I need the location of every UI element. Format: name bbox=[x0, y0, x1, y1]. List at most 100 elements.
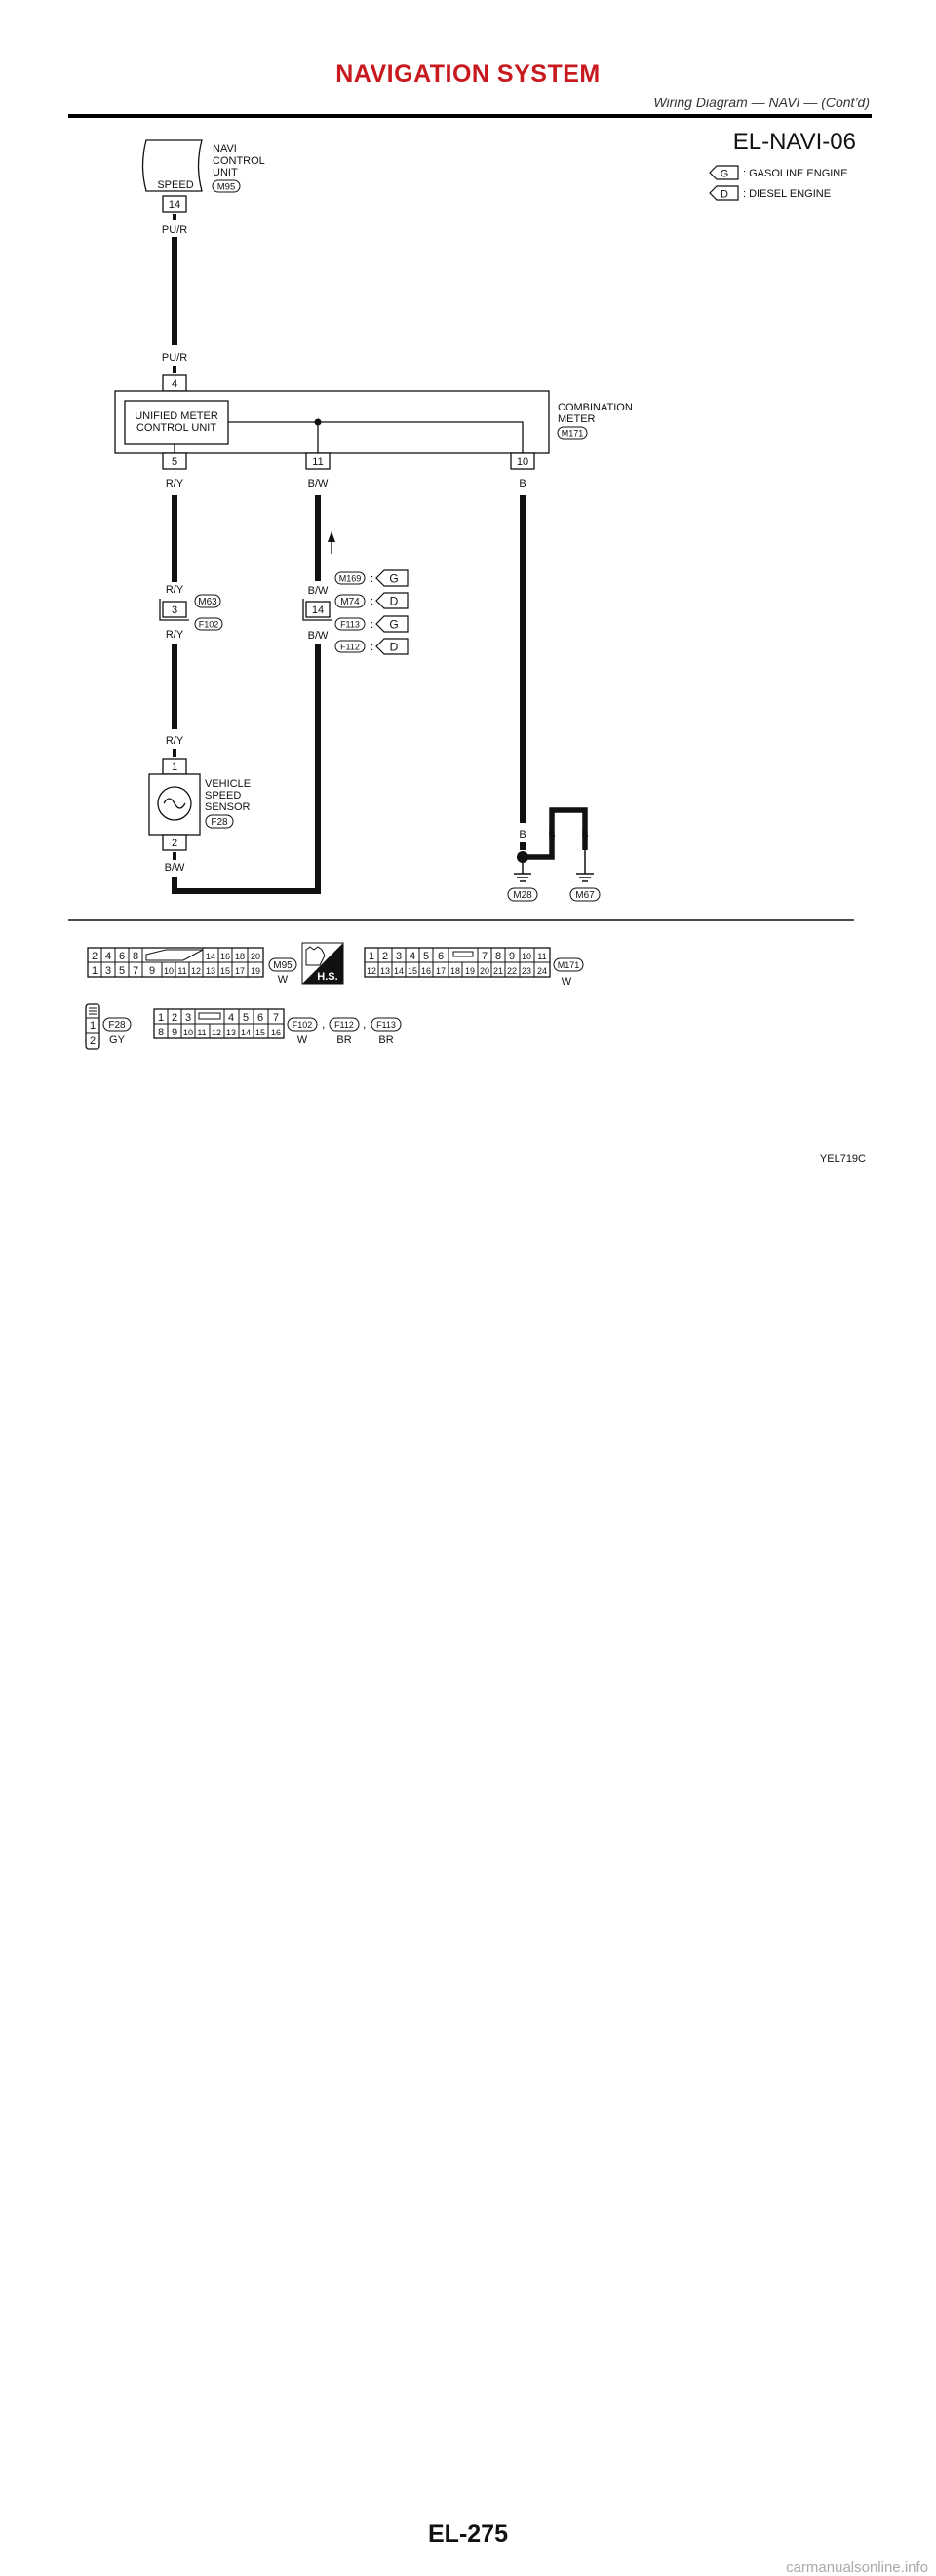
pin-number: 14 bbox=[206, 952, 215, 961]
connector-tag-shape bbox=[334, 571, 366, 585]
connector-tag-shape bbox=[268, 957, 297, 972]
page-title: NAVIGATION SYSTEM bbox=[335, 60, 601, 88]
pin-number: 2 bbox=[382, 951, 388, 962]
navi-control-unit: SPEED NAVI CONTROL UNIT M95 14 PU/R bbox=[141, 139, 265, 236]
hand-icon bbox=[305, 946, 326, 966]
pin-number: 3 bbox=[396, 951, 402, 962]
pin-number: 16 bbox=[271, 1028, 281, 1037]
wire-color-label: R/Y bbox=[166, 478, 184, 489]
label-separator: , bbox=[322, 1017, 325, 1031]
connector-tag-shape bbox=[205, 814, 234, 829]
wire-color-label: R/Y bbox=[166, 735, 184, 747]
header-rule bbox=[68, 114, 872, 118]
pin-number: 19 bbox=[251, 966, 260, 976]
pin-box bbox=[305, 452, 331, 470]
pin-number: 1 bbox=[158, 1012, 164, 1024]
connector-face-m171: 1 2 3 4 5 6 7 8 9 10 11 12 13 14 15 16 1… bbox=[364, 947, 584, 988]
navi-pin-label: 14 bbox=[169, 199, 180, 211]
pin-number: 5 bbox=[243, 1012, 249, 1024]
pin-number: 10 bbox=[522, 952, 531, 961]
connector-color: BR bbox=[378, 1034, 393, 1046]
option-conn: F113 bbox=[340, 620, 360, 630]
watermark: carmanualsonline.info bbox=[786, 2559, 928, 2576]
wire-color-label: B/W bbox=[165, 862, 185, 874]
harness-side-badge: H.S. bbox=[301, 942, 344, 985]
ac-wave-icon bbox=[163, 798, 186, 809]
image-code: YEL719C bbox=[820, 1153, 866, 1165]
pin-number: 11 bbox=[177, 966, 186, 976]
wire-r-y bbox=[172, 644, 177, 729]
splice-dot bbox=[517, 851, 528, 863]
connector-tag-shape bbox=[557, 426, 588, 440]
pin-number: 4 bbox=[105, 951, 111, 962]
joint-mid-pin: 14 bbox=[312, 605, 324, 616]
pin-number: 4 bbox=[410, 951, 415, 962]
connector-tag-shape bbox=[507, 887, 538, 902]
connector-tag-shape bbox=[329, 1017, 360, 1032]
connector-label: M95 bbox=[273, 960, 292, 971]
pin-number: 8 bbox=[495, 951, 501, 962]
pin-box bbox=[162, 452, 187, 470]
legend-diesel: D : DIESEL ENGINE bbox=[709, 185, 831, 201]
pin-number: 16 bbox=[220, 952, 230, 961]
pin-box bbox=[305, 601, 331, 618]
meter-pin-out-1: 5 bbox=[172, 456, 177, 468]
page-footer: EL-275 carmanualsonline.info bbox=[0, 1258, 936, 2576]
sensor-name-1: VEHICLE bbox=[205, 778, 251, 790]
wire-b-jumper bbox=[527, 807, 588, 860]
option-sep: : bbox=[370, 573, 373, 585]
connector-tag-shape bbox=[334, 617, 366, 631]
navi-connector-label: M95 bbox=[217, 182, 235, 193]
wire-color-label: R/Y bbox=[166, 584, 184, 596]
ground-icon bbox=[576, 873, 594, 882]
option-conn: F112 bbox=[340, 643, 360, 652]
connector-label: F28 bbox=[108, 1020, 126, 1031]
connector-label: M171 bbox=[558, 960, 580, 970]
pin-number: 7 bbox=[133, 965, 138, 977]
navi-unit-name-3: UNIT bbox=[213, 167, 238, 178]
connector-color: GY bbox=[109, 1034, 126, 1046]
wire-pu-r bbox=[172, 237, 177, 345]
wire-stub bbox=[173, 852, 176, 860]
sensor-pin-top: 1 bbox=[172, 761, 177, 773]
connector-tag-shape bbox=[569, 887, 601, 902]
connector-tag-shape bbox=[334, 594, 366, 608]
internal-wire bbox=[228, 421, 524, 455]
navi-unit-body bbox=[141, 139, 203, 192]
wire-color-label: B/W bbox=[308, 630, 329, 642]
option-conn: M169 bbox=[339, 574, 362, 584]
wire-stub bbox=[173, 214, 176, 220]
pin-number: 11 bbox=[197, 1028, 206, 1037]
wire-color-label: B/W bbox=[308, 478, 329, 489]
engine-tag-shape bbox=[375, 592, 409, 609]
option-engine: G bbox=[389, 572, 398, 586]
lock-tab bbox=[452, 951, 474, 957]
meter-inner-line-1: UNIFIED METER bbox=[135, 410, 218, 422]
wire-color-label: PU/R bbox=[162, 352, 187, 364]
wire-stub bbox=[520, 842, 526, 850]
page-number: EL-275 bbox=[428, 2520, 508, 2548]
lock-tab bbox=[145, 949, 204, 961]
joint-left-conn-bottom: F102 bbox=[199, 620, 219, 630]
pin-number: 3 bbox=[185, 1012, 191, 1024]
pin-number: 7 bbox=[273, 1012, 279, 1024]
wire-b-w bbox=[315, 644, 321, 894]
wire-b-w bbox=[315, 495, 321, 581]
joint-option-3: F113 : G bbox=[334, 615, 409, 633]
diagram-code: EL-NAVI-06 bbox=[733, 129, 856, 155]
option-engine: D bbox=[390, 641, 399, 654]
meter-control-unit bbox=[124, 400, 229, 445]
pin-number: 9 bbox=[509, 951, 515, 962]
legend-text: : GASOLINE ENGINE bbox=[743, 168, 848, 179]
connector-tag-shape bbox=[212, 179, 241, 193]
pin-number: 14 bbox=[394, 966, 404, 976]
page-subtitle: Wiring Diagram — NAVI — (Cont’d) bbox=[653, 95, 870, 110]
pin-number: 14 bbox=[241, 1028, 251, 1037]
connector-outline bbox=[85, 1003, 100, 1050]
connector-tag-shape bbox=[287, 1017, 318, 1032]
wire-stub bbox=[173, 749, 176, 757]
connector-tag-shape bbox=[194, 594, 221, 608]
engine-tag-shape bbox=[375, 638, 409, 655]
connector-tag-shape bbox=[370, 1017, 402, 1032]
option-conn: M74 bbox=[340, 597, 360, 607]
